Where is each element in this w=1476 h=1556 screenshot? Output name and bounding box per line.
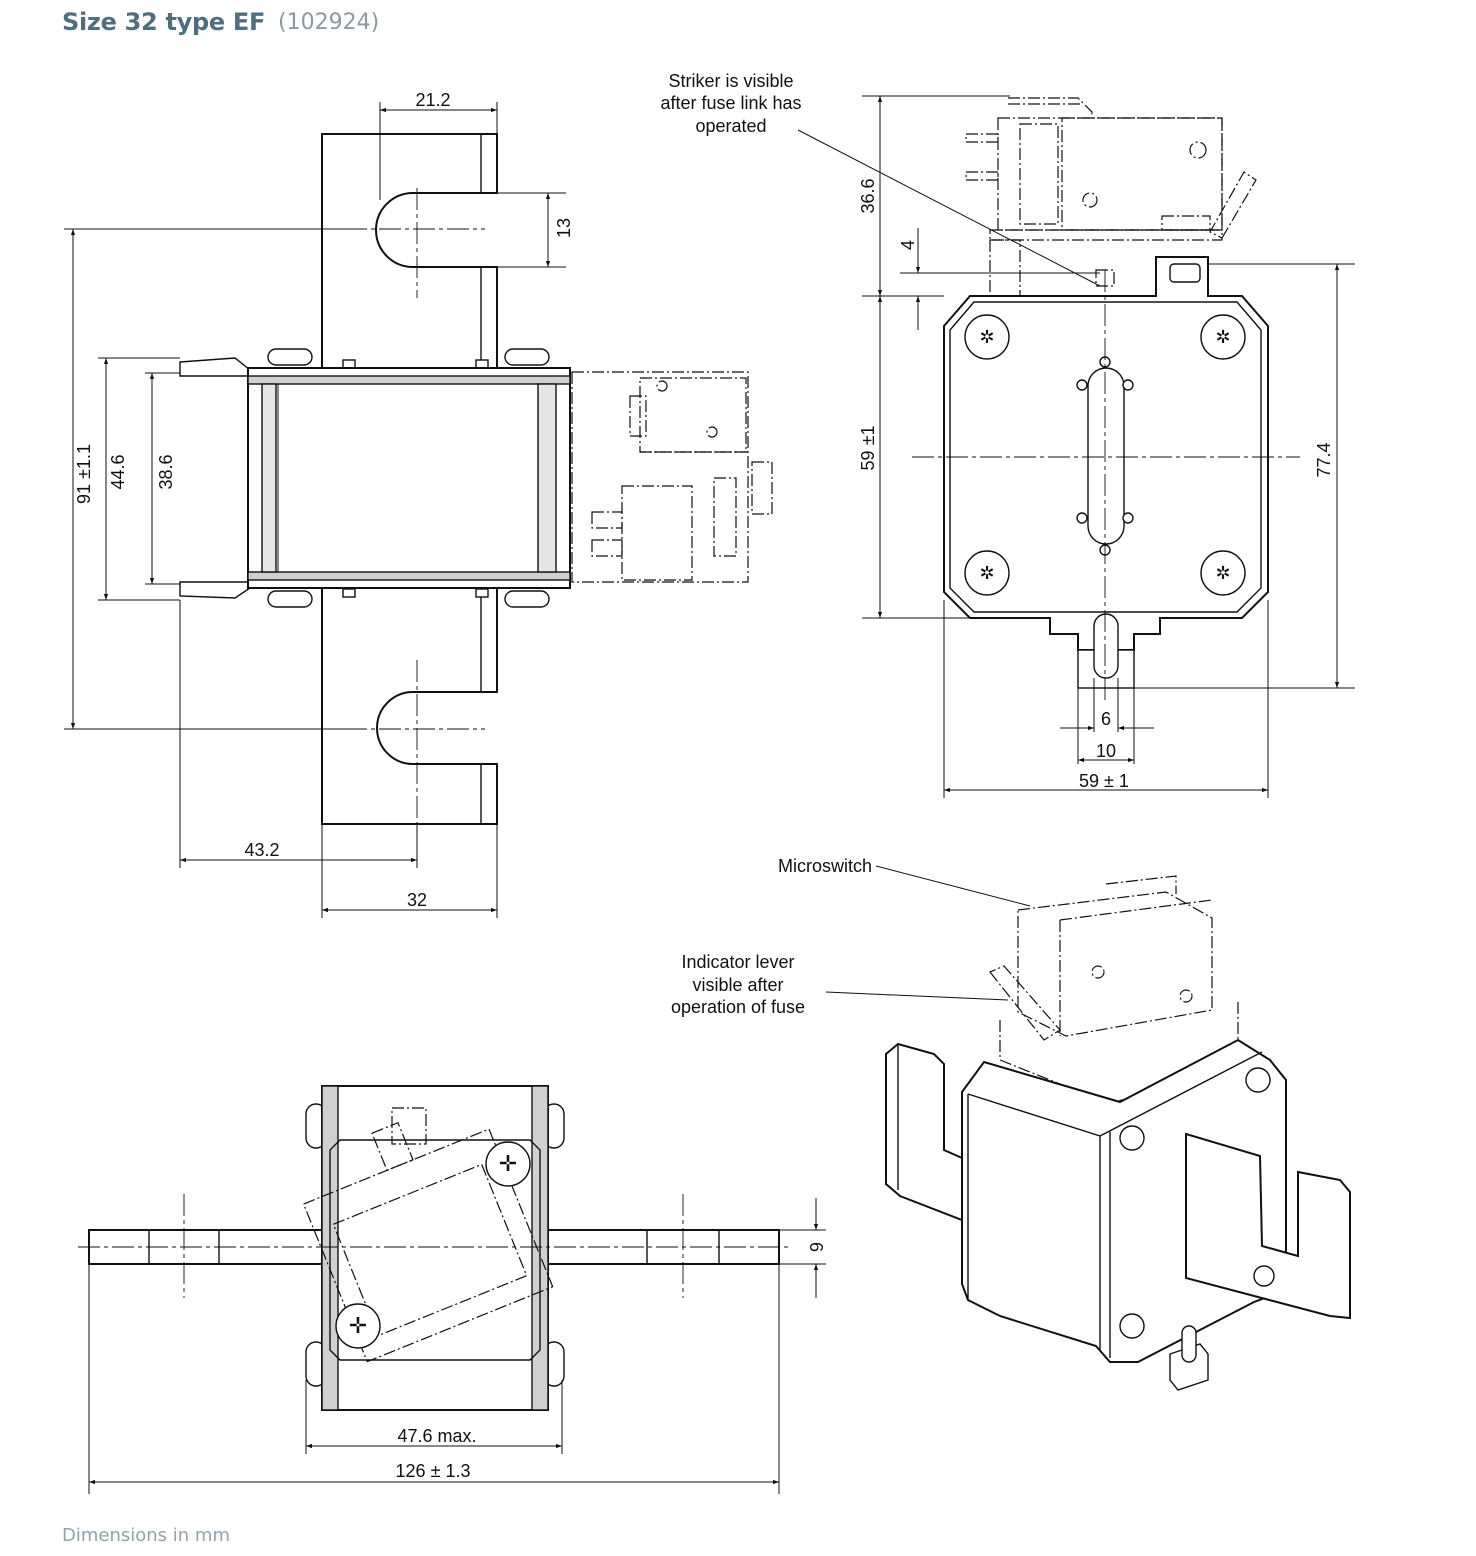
dim-slot-offset: 21.2 <box>415 90 450 110</box>
dim-blade-width: 32 <box>407 890 427 910</box>
side-view: 21.2 13 91 ±1.1 44.6 38.6 43.2 32 <box>64 90 773 918</box>
dim-body-width: 47.6 max. <box>397 1426 476 1446</box>
dim-switch-height: 36.6 <box>858 178 878 213</box>
svg-text:✛: ✛ <box>349 1313 367 1338</box>
callout-striker-line-2: after fuse link has <box>660 93 801 113</box>
product-code: (102924) <box>278 10 380 35</box>
callout-indicator-line-1: Indicator lever <box>681 952 794 972</box>
callout-striker-line-1: Striker is visible <box>668 71 793 91</box>
dim-contact-offset: 43.2 <box>244 840 279 860</box>
dim-lug-width: 10 <box>1096 741 1116 761</box>
dim-striker-height: 4 <box>898 240 918 250</box>
dim-body-height: 59 ±1 <box>858 426 878 471</box>
units-note: Dimensions in mm <box>62 1525 230 1546</box>
svg-text:✲: ✲ <box>979 563 994 583</box>
callout-indicator-line-2: visible after <box>692 975 783 995</box>
dim-slot-width: 6 <box>1101 709 1111 729</box>
svg-text:✲: ✲ <box>979 327 994 347</box>
dim-body-width: 59 ± 1 <box>1079 771 1129 791</box>
svg-text:✛: ✛ <box>499 1151 517 1176</box>
svg-text:✲: ✲ <box>1215 563 1230 583</box>
dim-overall-height: 91 ±1.1 <box>74 444 94 504</box>
dim-slot-width: 13 <box>554 218 574 238</box>
top-view: ✛ ✛ 6 47.6 max. 126 ± 1.3 <box>78 1085 826 1494</box>
callout-microswitch: Microswitch <box>778 856 872 876</box>
dim-body-height: 44.6 <box>108 454 128 489</box>
isometric-view <box>885 875 1351 1391</box>
end-view: ✲ ✲ ✲ ✲ 36.6 4 59 ±1 77.4 6 <box>797 95 1355 798</box>
dim-overall-height: 77.4 <box>1314 442 1334 477</box>
dim-inner-height: 38.6 <box>156 454 176 489</box>
dim-blade-thickness: 6 <box>806 1242 826 1252</box>
page-title: Size 32 type EF <box>62 8 266 36</box>
svg-text:✲: ✲ <box>1215 327 1230 347</box>
dim-overall-length: 126 ± 1.3 <box>396 1461 471 1481</box>
callout-striker-line-3: operated <box>695 116 766 136</box>
callout-indicator-line-3: operation of fuse <box>671 997 805 1017</box>
